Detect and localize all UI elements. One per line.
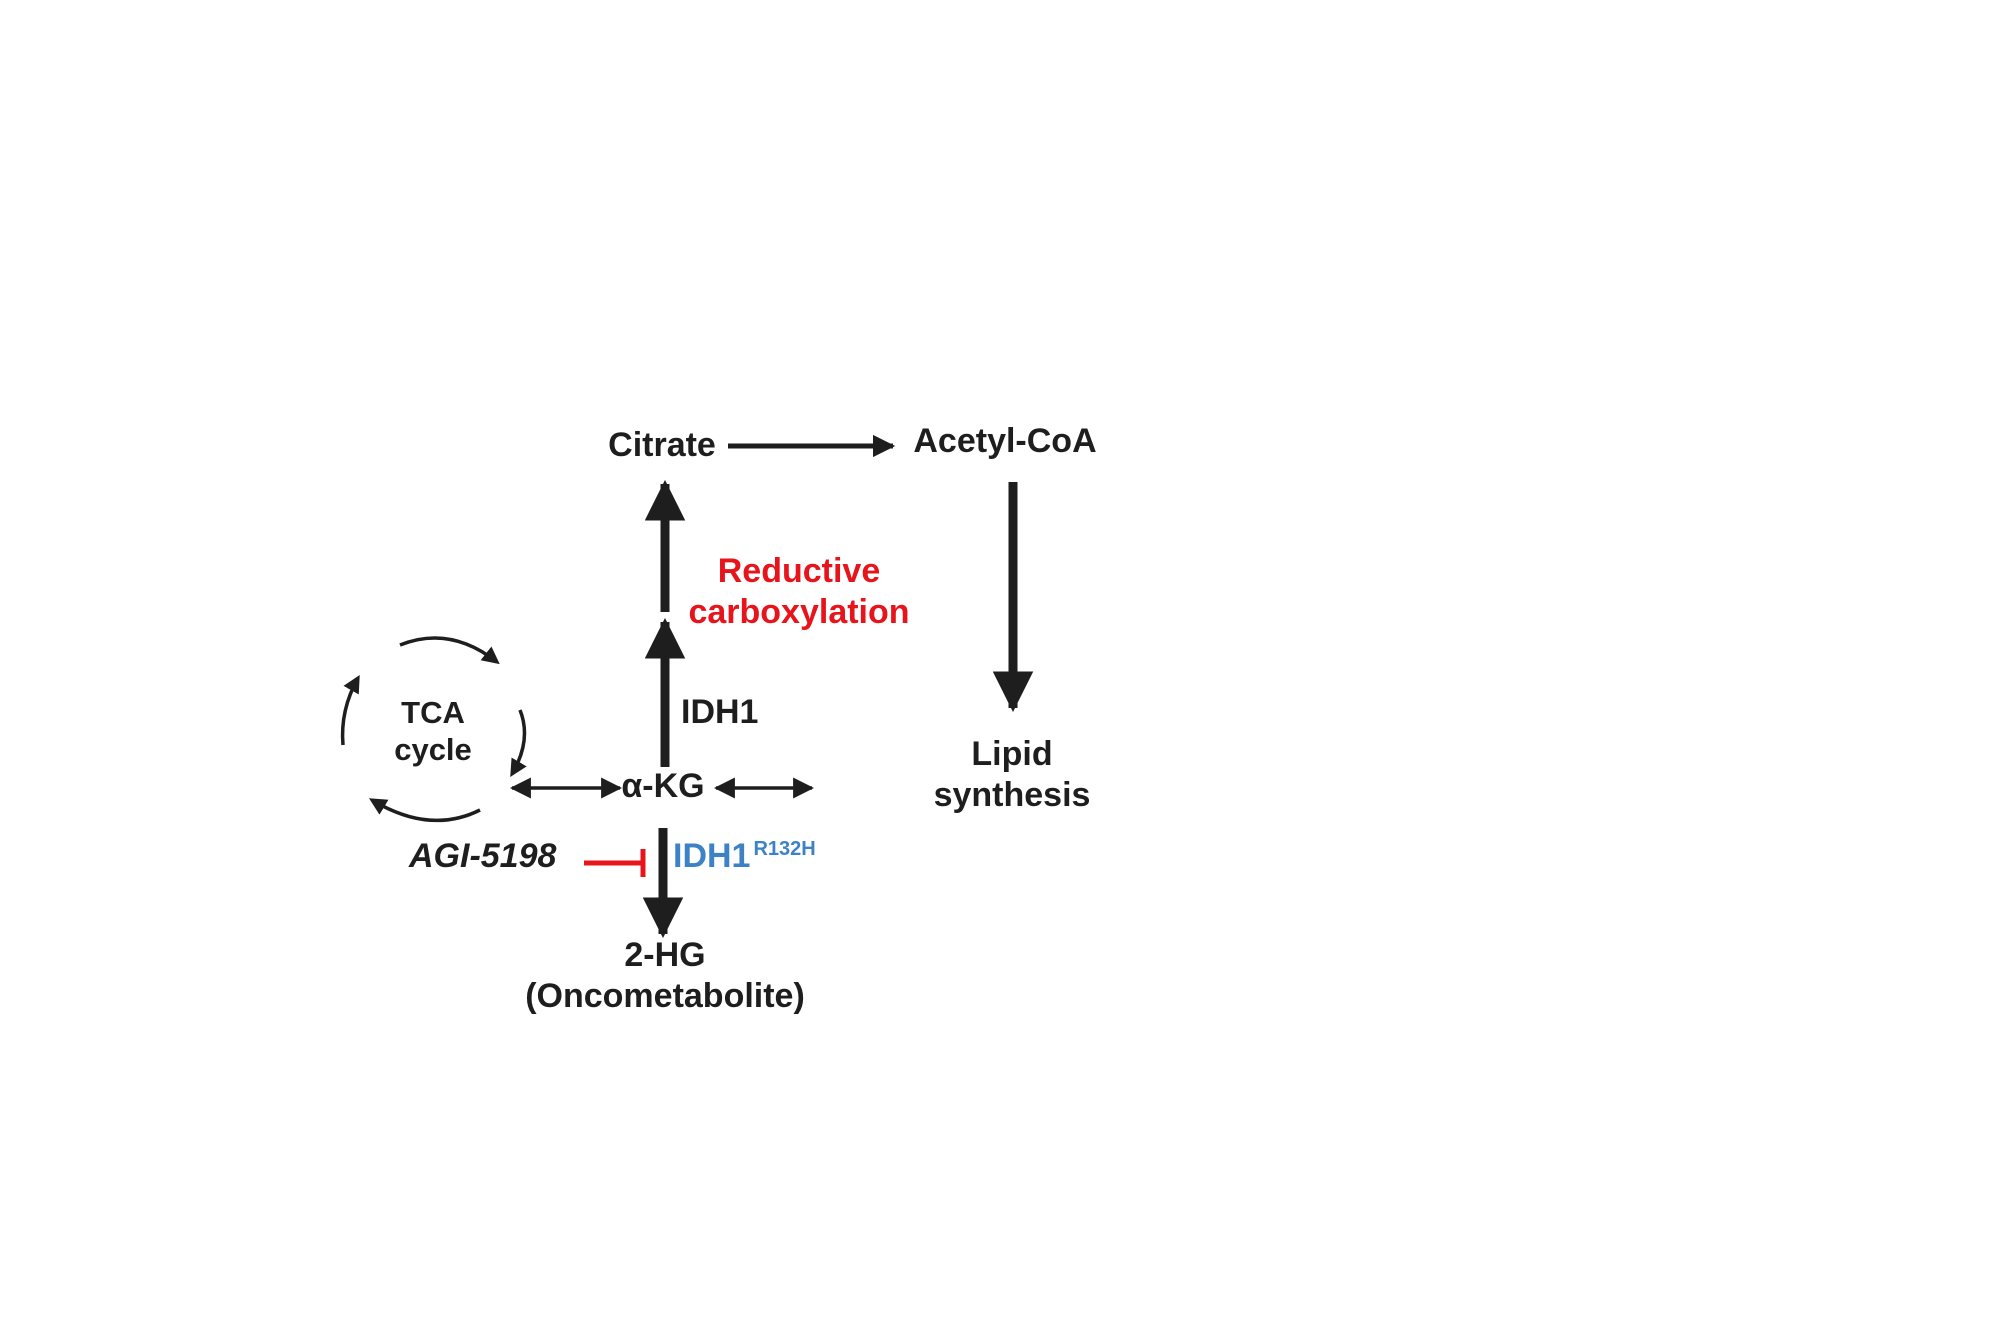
reductive-line-1: Reductive [717,552,881,590]
reductive-line-2: carboxylation [688,592,910,631]
inhibition-symbol [584,849,646,877]
lipid-synthesis-label: Lipid synthesis [934,734,1091,816]
idh1-mutant-superscript: R132H [753,837,816,860]
tca-line-2: cycle [394,732,472,768]
alpha-kg-label: α-KG [621,767,705,805]
lipid-line-1: Lipid [971,735,1053,773]
two-hg-line-1: 2-HG [624,936,706,974]
two-hg-label: 2-HG (Oncometabolite) [525,935,805,1017]
tca-line-1: TCA [401,695,465,730]
inhibitor-label: AGI-5198 [409,837,557,875]
reductive-carboxylation-label: Reductive carboxylation [688,551,909,633]
acetyl-coa-label: Acetyl-CoA [913,422,1097,460]
idh1-mutant-name: IDH1 [673,837,751,875]
tca-cycle-label: TCA cycle [394,694,472,768]
tca-cycle-arrows [340,636,527,823]
two-hg-line-2: (Oncometabolite) [525,976,805,1015]
citrate-label: Citrate [608,426,716,464]
idh1-label: IDH1 [681,693,759,731]
lipid-line-2: synthesis [933,775,1091,814]
